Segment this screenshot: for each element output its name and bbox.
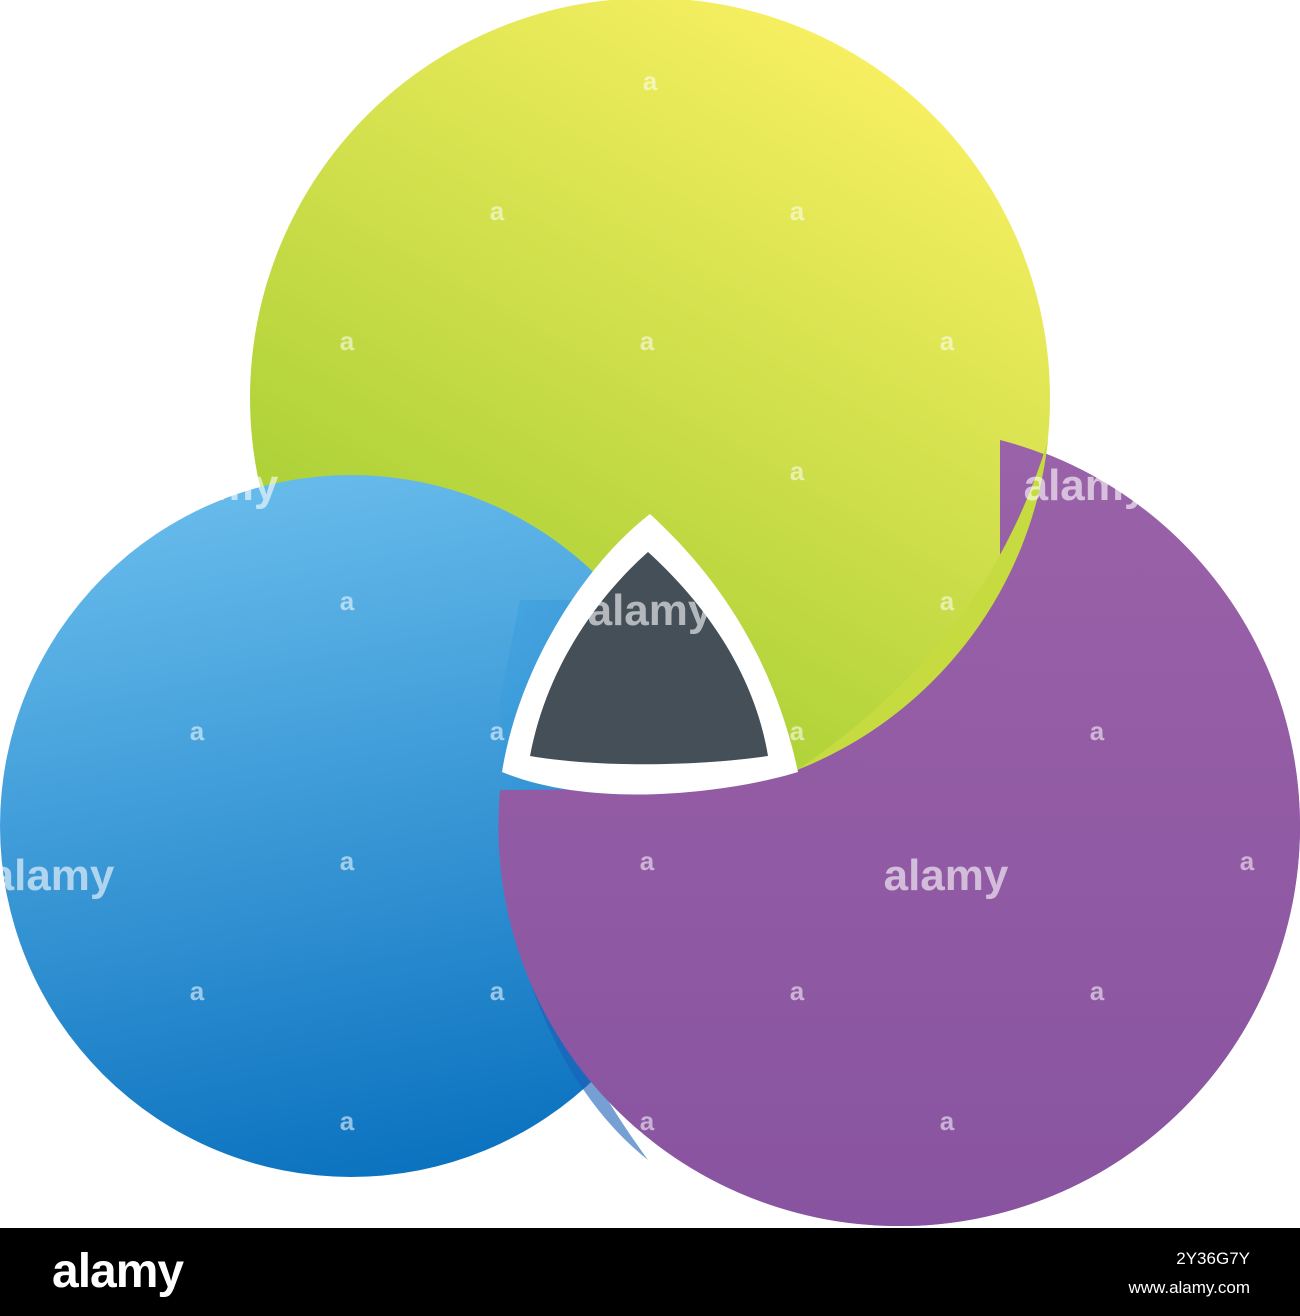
watermark-tile: a: [1090, 716, 1105, 746]
watermark-tile: a: [490, 196, 505, 226]
watermark-tile: a: [1090, 976, 1105, 1006]
footer-logo: alamy: [52, 1245, 184, 1298]
watermark-word: alamy: [0, 851, 115, 900]
watermark-tile: a: [190, 976, 205, 1006]
watermark-words: alamy alamy alamy alamy alamy: [0, 461, 1149, 900]
venn-circle-purple-front: [498, 440, 1300, 1227]
watermark-tile: a: [790, 716, 805, 746]
footer-site-url: www.alamy.com: [1128, 1278, 1250, 1297]
watermark-word: alamy: [1024, 461, 1149, 510]
watermark-tile: a: [490, 716, 505, 746]
watermark-tile: a: [340, 326, 355, 356]
watermark-tile: a: [640, 846, 655, 876]
watermark-tile: a: [340, 1106, 355, 1136]
watermark-tile: a: [640, 1106, 655, 1136]
watermark-word: alamy: [588, 586, 713, 635]
watermark-tile: a: [940, 326, 955, 356]
watermark-tile: a: [643, 66, 658, 96]
watermark-tile: a: [190, 716, 205, 746]
watermark-tile: a: [1240, 846, 1255, 876]
footer-image-id: 2Y36G7Y: [1176, 1249, 1250, 1268]
watermark-tile: a: [790, 976, 805, 1006]
watermark-tiles: a a a a a a a a a a a a a a a a a a a a a a a: [190, 66, 1255, 1136]
footer-bar: [0, 1228, 1300, 1316]
watermark-tile: a: [790, 196, 805, 226]
watermark-tile: a: [940, 586, 955, 616]
watermark-tile: a: [790, 456, 805, 486]
watermark-tile: a: [490, 976, 505, 1006]
watermark-tile: a: [640, 326, 655, 356]
watermark-tile: a: [340, 586, 355, 616]
watermark-tile: a: [340, 846, 355, 876]
watermark-word: alamy: [154, 461, 279, 510]
watermark-word: alamy: [884, 851, 1009, 900]
venn-center-region: [530, 552, 768, 765]
watermark-tile: a: [940, 1106, 955, 1136]
